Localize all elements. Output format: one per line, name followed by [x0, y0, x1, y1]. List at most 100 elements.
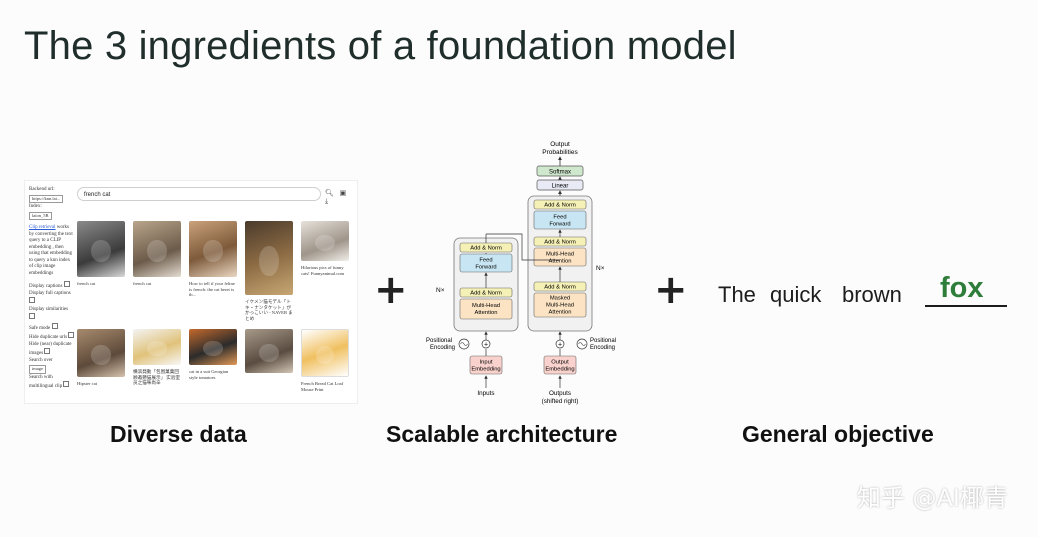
- plus-sign: +: [654, 267, 688, 313]
- caption-scalable-architecture: Scalable architecture: [386, 421, 618, 447]
- result-image[interactable]: [189, 329, 237, 365]
- result-image[interactable]: [77, 221, 125, 277]
- add-norm-label: Add & Norm: [544, 240, 576, 246]
- checkbox[interactable]: [29, 313, 35, 319]
- decoder-add-norm: [533, 199, 587, 210]
- attention-label: Attention: [549, 259, 572, 265]
- result-image[interactable]: [301, 329, 349, 377]
- option-search-over[interactable]: Search over: [29, 357, 53, 363]
- softmax-label: Softmax: [549, 170, 571, 176]
- result-caption: Hipster cat: [77, 381, 98, 386]
- svg-text:+: +: [558, 342, 562, 349]
- camera-icon[interactable]: ▣: [339, 189, 349, 197]
- search-toolbar: 🔍︎ ▣ ⤓: [325, 189, 357, 206]
- decoder-nx-label: N×: [596, 265, 605, 272]
- options-list: Display captions Display full captions D…: [29, 281, 75, 391]
- svg-text:+: +: [484, 342, 488, 349]
- result-caption: How to tell if your feline is french: th…: [189, 281, 235, 298]
- download-icon[interactable]: ⤓: [325, 197, 331, 205]
- positional-encoding-label: Positional: [426, 338, 452, 344]
- option-multilingual[interactable]: Search with multilingual clip: [29, 375, 75, 391]
- result-image[interactable]: [301, 221, 349, 261]
- option-similarities[interactable]: Display similarities: [29, 307, 75, 323]
- word-the: The: [718, 282, 756, 307]
- search-icon[interactable]: 🔍︎: [325, 189, 336, 197]
- linear-label: Linear: [552, 184, 569, 190]
- outputs-label: (shifted right): [542, 398, 579, 405]
- transformer-diagram: Output Probabilities Softmax Linear Add …: [426, 141, 616, 405]
- caption-general-objective: General objective: [742, 421, 934, 447]
- checkbox[interactable]: [51, 322, 58, 329]
- result-item[interactable]: french cat: [133, 221, 181, 329]
- predicted-word: fox: [940, 272, 984, 304]
- search-input[interactable]: french cat: [77, 187, 321, 201]
- feed-forward-label: Feed: [479, 258, 492, 264]
- result-item[interactable]: Hilarious pics of funny cats! Funnyanima…: [301, 221, 349, 329]
- option-hide-duplicate-urls[interactable]: Hide duplicate urls: [29, 332, 75, 342]
- add-norm-label: Add & Norm: [544, 285, 576, 291]
- result-caption: french cat: [77, 281, 96, 286]
- encoder-nx-label: N×: [436, 287, 445, 294]
- decoder-feed-forward: [533, 210, 587, 230]
- result-item[interactable]: Hipster cat: [77, 329, 125, 437]
- checkbox[interactable]: [68, 332, 75, 338]
- checkbox[interactable]: [44, 348, 51, 354]
- linear-box: [536, 179, 584, 191]
- watermark: 知乎 @AI椰青: [856, 484, 1008, 512]
- result-item[interactable]: cat in a suit Georgian style tomatoes: [189, 329, 237, 437]
- decoder-masked-attention: [533, 292, 587, 318]
- add-norm-label: Add & Norm: [470, 246, 502, 252]
- result-item[interactable]: How to tell if your feline is french: th…: [189, 221, 237, 329]
- index-label: Index:: [29, 204, 42, 209]
- result-caption: french cat: [133, 281, 152, 286]
- result-image[interactable]: [133, 221, 181, 277]
- attention-label: Attention: [475, 310, 498, 316]
- attention-label: Multi-Head: [546, 252, 574, 258]
- result-item[interactable]: french cat: [77, 221, 125, 329]
- output-probabilities-label: Output: [550, 141, 570, 148]
- inputs-label: Inputs: [477, 390, 494, 397]
- feed-forward-label: Feed: [553, 215, 566, 221]
- result-image[interactable]: [245, 329, 293, 373]
- result-item[interactable]: [245, 329, 293, 437]
- blank-underline: [925, 305, 1007, 307]
- next-token-example: The quick brown fox: [718, 270, 1018, 310]
- add-norm-label: Add & Norm: [470, 291, 502, 297]
- checkbox[interactable]: [63, 381, 70, 387]
- clip-retrieval-link[interactable]: Clip retrieval: [29, 225, 56, 230]
- index-select[interactable]: laion_5B: [29, 211, 52, 220]
- results-grid: french cat french cat How to tell if you…: [77, 221, 357, 437]
- result-caption: イケメン猫モデル「トキ・ナンタケット」がかっこいい - NAVER まとめ: [245, 299, 293, 321]
- result-item[interactable]: イケメン猫モデル「トキ・ナンタケット」がかっこいい - NAVER まとめ: [245, 221, 293, 329]
- positional-encoding-label: Positional: [590, 338, 616, 344]
- result-caption: 横滨発動「包围菓菓回顾邀懸猫展示」 实验室员之猫咪尚辛: [133, 369, 181, 386]
- word-quick: quick: [770, 282, 822, 307]
- option-hide-near-duplicates[interactable]: Hide (near) duplicate images: [29, 341, 72, 357]
- clip-retrieval-screenshot: Backend url: https://knn.lai... Index: l…: [24, 180, 358, 404]
- result-image[interactable]: [77, 329, 125, 377]
- checkbox[interactable]: [63, 281, 70, 287]
- search-over-select[interactable]: image: [29, 365, 46, 374]
- option-safe-mode[interactable]: Safe mode: [29, 322, 75, 333]
- result-caption: cat in a suit Georgian style tomatoes: [189, 369, 229, 380]
- result-image[interactable]: [245, 221, 293, 295]
- result-caption: French Bread Cat Loaf Mouse Print: [301, 381, 344, 392]
- result-image[interactable]: [189, 221, 237, 277]
- word-brown: brown: [842, 282, 902, 307]
- backend-input[interactable]: https://knn.lai...: [29, 194, 64, 203]
- output-probabilities-label: Probabilities: [542, 149, 578, 156]
- positional-encoding-label: Encoding: [430, 345, 455, 351]
- result-item[interactable]: French Bread Cat Loaf Mouse Print: [301, 329, 349, 437]
- result-image[interactable]: [133, 329, 181, 365]
- output-embedding-label: Output: [551, 360, 569, 366]
- decoder-cross-attention: [533, 247, 587, 267]
- checkbox[interactable]: [29, 297, 35, 303]
- positional-encoding-label: Encoding: [590, 345, 615, 351]
- result-caption: Hilarious pics of funny cats! Funnyanima…: [301, 265, 345, 276]
- plus-sign: +: [374, 267, 408, 313]
- result-item[interactable]: 横滨発動「包围菓菓回顾邀懸猫展示」 实验室员之猫咪尚辛: [133, 329, 181, 437]
- option-display-captions[interactable]: Display captions: [29, 281, 75, 291]
- option-full-captions[interactable]: Display full captions: [29, 291, 75, 307]
- softmax-box: [536, 165, 584, 177]
- input-embedding-label: Embedding: [471, 367, 500, 373]
